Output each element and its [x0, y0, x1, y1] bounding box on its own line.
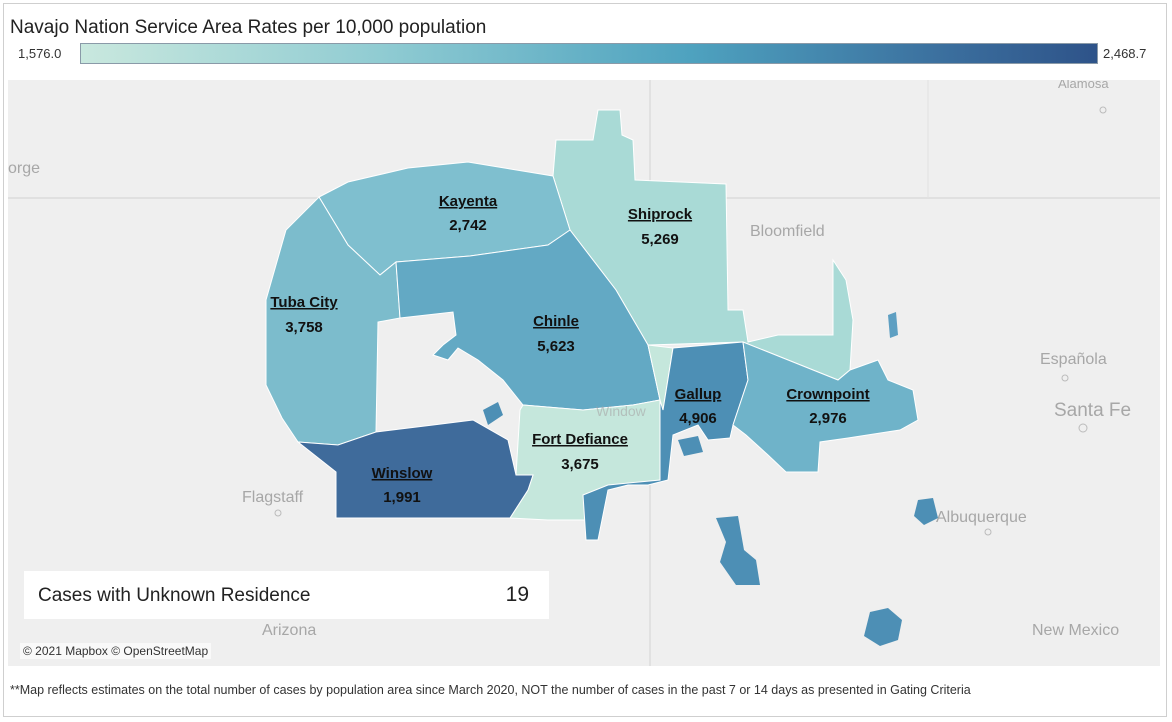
- area-value-tuba-city: 3,758: [285, 319, 323, 336]
- place-label-bloomfield: Bloomfield: [750, 223, 825, 240]
- area-label-chinle[interactable]: Chinle: [533, 313, 579, 330]
- area-shape-small-parcel[interactable]: [678, 436, 703, 456]
- area-value-shiprock: 5,269: [641, 231, 679, 248]
- area-shape-shiprock[interactable]: [552, 109, 854, 381]
- city-marker: [984, 528, 992, 536]
- area-value-crownpoint: 2,976: [809, 410, 847, 427]
- place-label-alamosa: Alamosa: [1058, 80, 1109, 91]
- city-marker: [1061, 374, 1069, 382]
- area-label-tuba-city[interactable]: Tuba City: [270, 294, 338, 311]
- place-label-window: Window: [596, 403, 647, 419]
- area-shape-chinle[interactable]: [395, 229, 661, 411]
- place-label-albuquerque: Albuquerque: [936, 509, 1027, 526]
- area-shape-small-parcel[interactable]: [888, 312, 898, 338]
- area-value-fort-defiance: 3,675: [561, 456, 599, 473]
- area-label-shiprock[interactable]: Shiprock: [628, 206, 693, 223]
- place-label-espanola: Española: [1040, 351, 1107, 368]
- unknown-residence-value: 19: [505, 583, 529, 606]
- unknown-residence-card: Cases with Unknown Residence 19: [24, 571, 549, 619]
- map-svg[interactable]: orge Bloomfield Española Santa Fe Flagst…: [8, 80, 1160, 666]
- area-label-crownpoint[interactable]: Crownpoint: [786, 386, 869, 403]
- place-label-new-mexico: New Mexico: [1032, 622, 1119, 639]
- area-label-fort-defiance[interactable]: Fort Defiance: [532, 431, 628, 448]
- place-label-santa-fe: Santa Fe: [1054, 400, 1131, 421]
- area-shape-crownpoint[interactable]: [732, 341, 919, 473]
- map-title: Navajo Nation Service Area Rates per 10,…: [10, 17, 487, 38]
- map-canvas[interactable]: orge Bloomfield Española Santa Fe Flagst…: [8, 80, 1160, 666]
- area-shape-small-parcel[interactable]: [864, 608, 902, 646]
- place-label-arizona: Arizona: [262, 622, 316, 639]
- unknown-residence-label: Cases with Unknown Residence: [38, 585, 311, 606]
- legend-min-label: 1,576.0: [18, 46, 62, 61]
- city-marker: [1078, 423, 1088, 433]
- legend-max-label: 2,468.7: [1103, 46, 1147, 61]
- place-label-orge: orge: [8, 160, 40, 177]
- area-shape-small-parcel[interactable]: [914, 498, 938, 525]
- footnote-text: **Map reflects estimates on the total nu…: [10, 683, 971, 697]
- place-label-flagstaff: Flagstaff: [242, 489, 304, 506]
- area-value-gallup: 4,906: [679, 410, 717, 427]
- map-attribution[interactable]: © 2021 Mapbox © OpenStreetMap: [20, 643, 212, 659]
- city-marker: [274, 509, 282, 517]
- area-shape-winslow[interactable]: [296, 419, 534, 519]
- area-shape-small-parcel[interactable]: [483, 402, 503, 425]
- color-legend-bar: [80, 43, 1098, 64]
- area-shape-small-parcel[interactable]: [716, 516, 760, 585]
- city-marker: [1099, 106, 1107, 114]
- area-label-winslow[interactable]: Winslow: [372, 465, 433, 482]
- area-label-kayenta[interactable]: Kayenta: [439, 193, 498, 210]
- area-value-kayenta: 2,742: [449, 217, 487, 234]
- area-value-winslow: 1,991: [383, 489, 421, 506]
- area-value-chinle: 5,623: [537, 338, 575, 355]
- area-label-gallup[interactable]: Gallup: [675, 386, 722, 403]
